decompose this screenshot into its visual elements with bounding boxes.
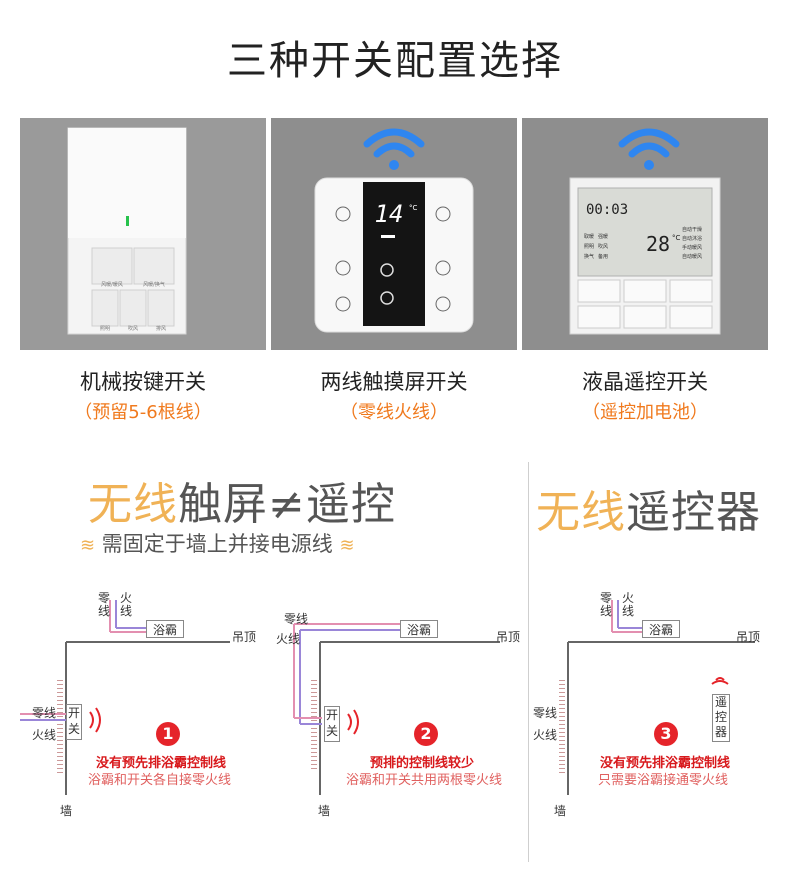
option-2-name: 两线触摸屏开关 [320,370,468,394]
touch-switch-panel: 14 °C [271,118,517,350]
remote-box: 遥控器 [712,694,730,742]
svg-text:自动干燥: 自动干燥 [682,226,702,233]
mechanical-switch-image: 风暖/暖风 风暖/换气 照明 吹风 排风 [20,118,266,350]
lcd-unit: °C [672,234,681,242]
live-label-1b: 火线 [32,728,57,742]
zero-label-1: 零线 [98,591,111,618]
svg-text:备用: 备用 [598,253,608,260]
wall-label-3: 墙 [554,804,567,818]
wall-label-2: 墙 [318,804,331,818]
zero-label-2: 零线 [284,612,309,626]
lcd-switch-panel: 00:03 28 °C 取暖 强暖 照明 吹风 换气 备用 自动干燥 自动沐浴 … [522,118,768,350]
live-label-3: 火线 [622,591,635,618]
page-title: 三种开关配置选择 [227,38,563,84]
option-1-note: （预留5-6根线） [74,402,212,423]
svg-text:自动暖风: 自动暖风 [682,253,702,260]
remote-section-title: 无线遥控器 [536,487,761,538]
ceiling-label-1: 吊顶 [232,630,257,644]
live-label-3b: 火线 [533,728,558,742]
heat-icon [435,206,451,222]
ceiling-label-2: 吊顶 [496,630,521,644]
switch-box-2: 开关 [324,706,340,742]
vent-icon [435,260,451,276]
bath-heater-box-1: 浴霸 [146,620,184,638]
touch-section-subtitle: ≋ 需固定于墙上并接电源线 ≋ [80,532,355,556]
camera-icon [380,291,394,305]
wall-label-1: 墙 [60,804,73,818]
mechanical-switch-panel: 风暖/暖风 风暖/换气 照明 吹风 排风 [20,118,266,350]
ceiling-label-3: 吊顶 [736,630,761,644]
svg-text:自动沐浴: 自动沐浴 [682,235,702,242]
mech-label-3: 照明 [100,326,110,332]
touch-section-title: 无线触屏≠遥控 [88,479,396,530]
option-1-name: 机械按键开关 [80,370,206,394]
svg-text:吹风: 吹风 [598,243,608,250]
signal-icon [711,677,729,685]
option-2-note: （零线火线） [340,402,448,423]
option-3-note: （遥控加电池） [582,402,708,423]
wind-icon [335,296,351,312]
diagram-1-title: 没有预先排浴霸控制线 [96,756,227,771]
lcd-switch-image: 00:03 28 °C 取暖 强暖 照明 吹风 换气 备用 自动干燥 自动沐浴 … [522,118,768,350]
lcd-time: 00:03 [586,202,628,218]
bath-heater-box-2: 浴霸 [400,620,438,638]
section-divider [528,462,529,862]
bath-heater-box-3: 浴霸 [642,620,680,638]
touch-temp: 14 [375,200,404,228]
live-label-1: 火线 [120,591,133,618]
touch-unit: °C [409,204,418,212]
diagram-number-3: 3 [654,722,678,746]
wifi-icon [363,128,425,170]
diagram-number-2: 2 [414,722,438,746]
svg-text:取暖: 取暖 [584,233,594,240]
zero-label-1b: 零线 [32,706,57,720]
diagram-2-desc: 浴霸和开关共用两根零火线 [346,773,503,788]
diagram-2-title: 预排的控制线较少 [370,756,475,771]
wiring-diagram-2 [270,600,520,820]
fan-icon [335,260,351,276]
diagram-3-desc: 只需要浴霸接通零火线 [598,773,729,788]
zero-label-3: 零线 [600,591,613,618]
svg-text:换气: 换气 [584,253,594,260]
mech-label-5: 排风 [156,325,166,332]
zero-label-3b: 零线 [533,706,558,720]
live-label-2: 火线 [276,632,301,646]
svg-text:手动暖风: 手动暖风 [682,244,702,251]
wifi-icon [618,128,680,170]
mech-label-2: 风暖/换气 [143,281,165,288]
lcd-temp: 28 [646,232,670,256]
svg-text:强暖: 强暖 [598,233,608,240]
diagram-1-desc: 浴霸和开关各自接零火线 [88,773,232,788]
bulb-icon [380,263,394,277]
svg-text:照明: 照明 [584,244,594,250]
touch-switch-image: 14 °C [271,118,517,350]
option-3-name: 液晶遥控开关 [582,370,708,394]
power-icon [335,206,351,222]
switch-box-1: 开关 [66,704,82,740]
diagram-3-title: 没有预先排浴霸控制线 [600,756,731,771]
mech-label-1: 风暖/暖风 [101,281,123,288]
diagram-number-1: 1 [156,722,180,746]
dry-icon [435,296,451,312]
wiring-diagram-3 [540,580,770,820]
mech-label-4: 吹风 [128,325,138,332]
